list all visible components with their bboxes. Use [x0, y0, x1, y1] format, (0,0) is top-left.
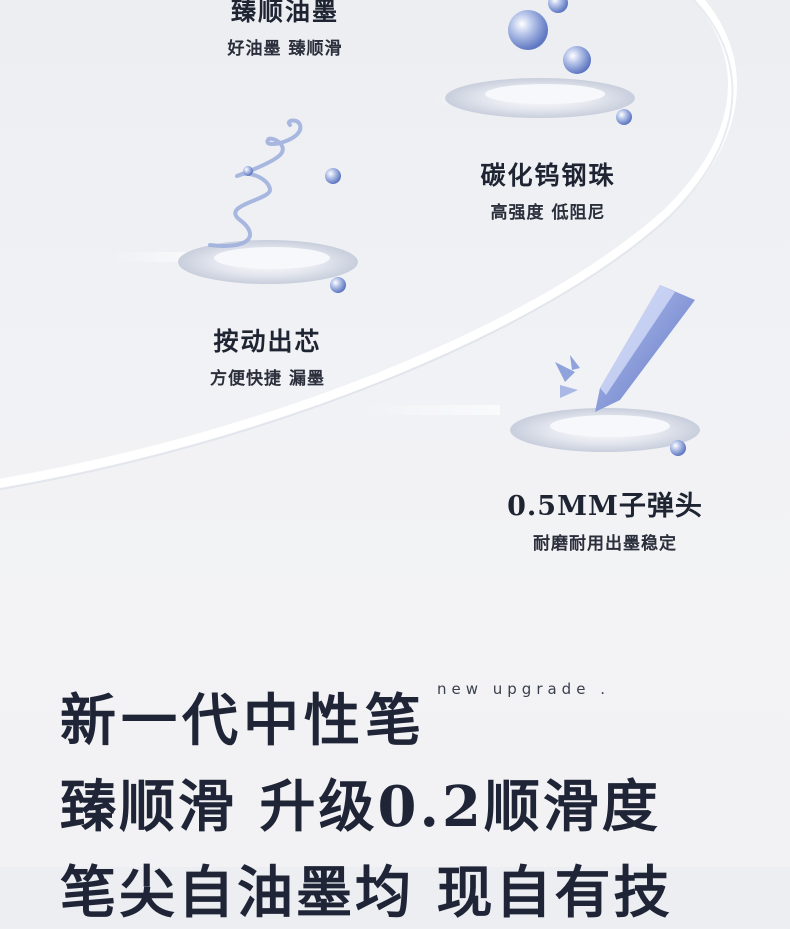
spring-coil-icon [110, 118, 358, 293]
ink-droplets-icon [430, 0, 635, 125]
headline-line-2: 臻顺滑 升级0.2顺滑度 [60, 774, 661, 840]
background-arc-graphic [0, 0, 734, 491]
feature-ink: 臻顺油墨 好油墨 臻顺滑 [205, 0, 365, 59]
feature-subtitle: 好油墨 臻顺滑 [227, 39, 343, 59]
feature-title: 臻顺油墨 [230, 0, 339, 26]
feature-subtitle: 方便快捷 漏墨 [210, 369, 325, 389]
tagline: new upgrade . [437, 680, 610, 698]
feature-bullet-tip: 0.5MM子弹头 耐磨耐用出墨稳定 [500, 484, 710, 554]
feature-press-refill: 按动出芯 方便快捷 漏墨 [185, 322, 350, 389]
feature-subtitle: 耐磨耐用出墨稳定 [533, 534, 677, 554]
headline-line-3: 笔尖自油墨均 现自有技 [60, 860, 673, 926]
pen-tip-icon [360, 285, 700, 456]
headline-line-1: 新一代中性笔 [60, 688, 426, 754]
feature-tungsten-ball: 碳化钨钢珠 高强度 低阻尼 [463, 156, 633, 223]
product-feature-banner: 臻顺油墨 好油墨 臻顺滑 碳化钨钢珠 高强度 低阻尼 按动出芯 方便快捷 漏墨 … [0, 0, 734, 926]
feature-title: 按动出芯 [213, 327, 322, 356]
feature-title: 碳化钨钢珠 [480, 161, 616, 190]
feature-title: 0.5MM子弹头 [507, 491, 703, 522]
feature-subtitle: 高强度 低阻尼 [490, 203, 606, 223]
